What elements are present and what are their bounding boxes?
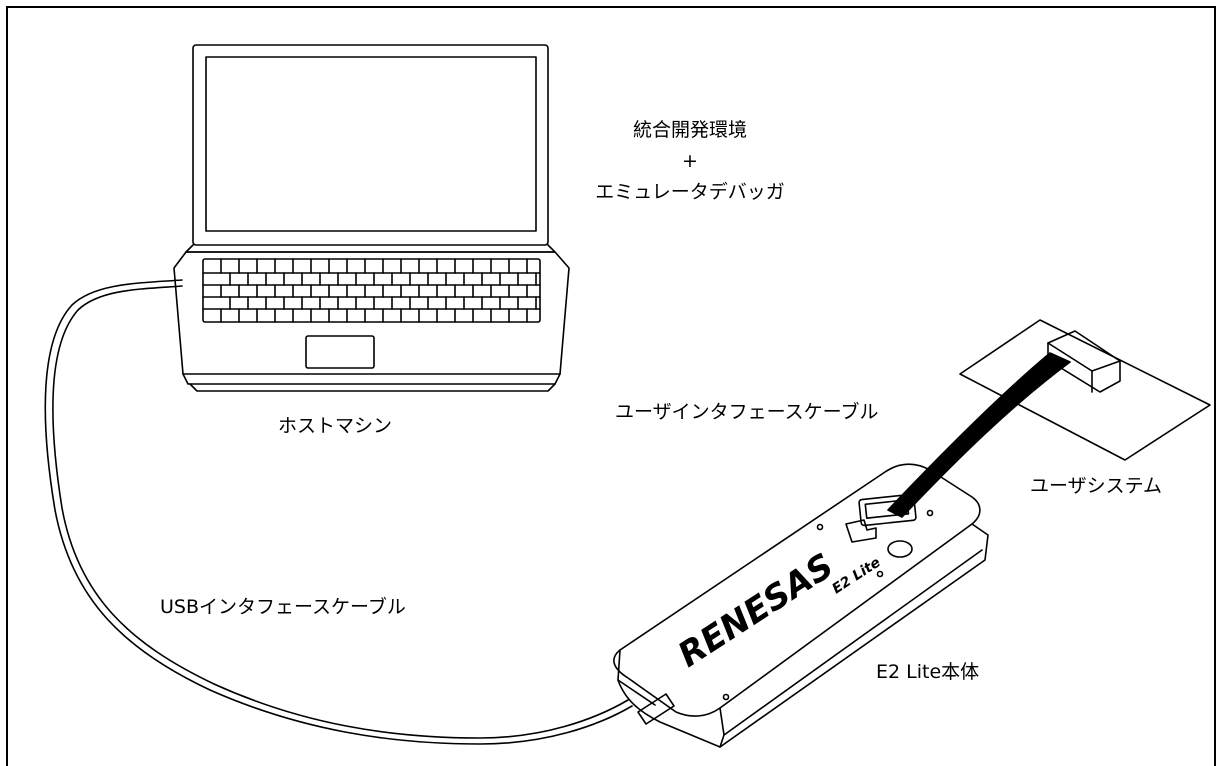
usb-cable [44, 279, 633, 745]
user-interface-cable-label: ユーザインタフェースケーブル [615, 401, 879, 423]
ide-label: 統合開発環境 [632, 119, 747, 141]
user-system-label: ユーザシステム [1030, 475, 1163, 497]
ide-label-block: 統合開発環境 + エミュレータデバッガ [560, 115, 820, 208]
host-machine-laptop [173, 44, 570, 392]
figure-frame [6, 6, 1216, 766]
brand-logo-text: RENESAS [671, 546, 841, 676]
usb-interface-cable-label: USBインタフェースケーブル [160, 596, 406, 618]
plus-label: + [682, 150, 698, 172]
debugger-label: エミュレータデバッガ [595, 181, 785, 203]
e2-lite-device [613, 463, 989, 748]
user-interface-cable [887, 352, 1071, 518]
device-branding: RENESAS E2 Lite [671, 546, 883, 676]
host-machine-label: ホストマシン [278, 415, 393, 437]
e2-lite-body-label: E2 Lite本体 [876, 661, 980, 683]
user-system-board [959, 319, 1211, 461]
